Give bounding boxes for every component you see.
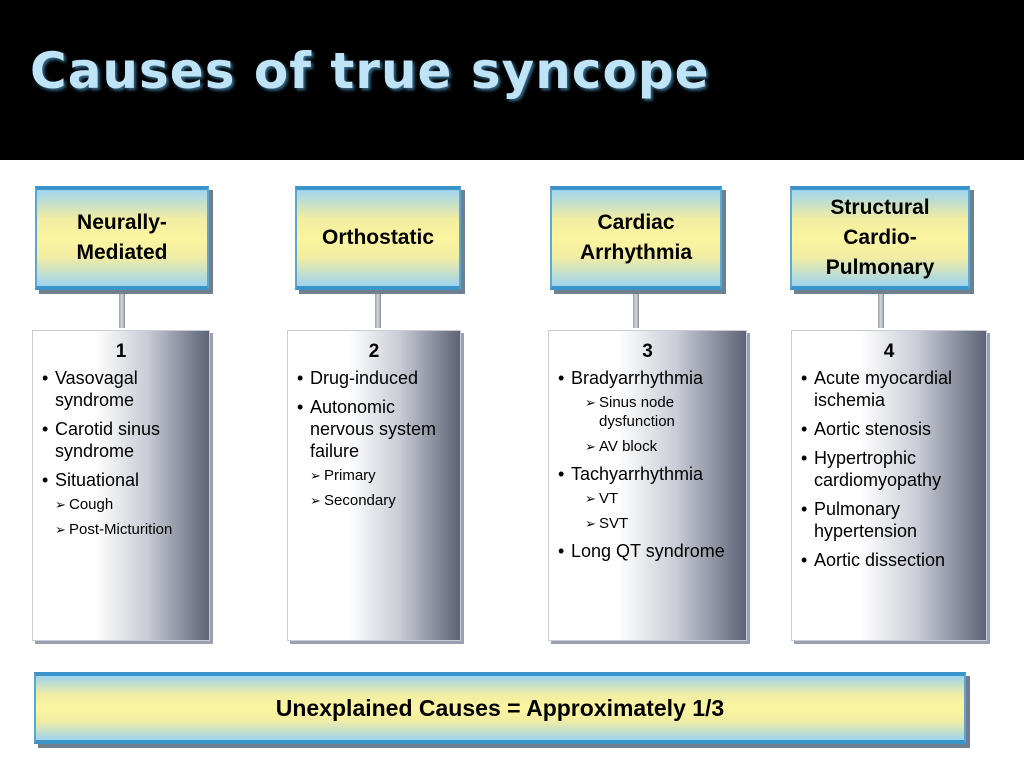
sub-cause-list: VT SVT [585,489,738,533]
cause-item: Pulmonary hypertension [800,498,978,542]
connector-line [375,294,381,328]
cause-item: Tachyarrhythmia VT SVT [557,463,738,533]
connector-line [119,294,125,328]
sub-cause-item: Post-Micturition [55,520,201,539]
category-detail-neurally-mediated: 1 Vasovagal syndrome Carotid sinus syndr… [32,330,210,641]
category-header-structural-cardio-pulmonary: Structural Cardio- Pulmonary [790,186,970,290]
sub-cause-list: Sinus node dysfunction AV block [585,393,738,456]
category-detail-cardiac-arrhythmia: 3 Bradyarrhythmia Sinus node dysfunction… [548,330,747,641]
category-number: 2 [368,341,380,362]
sub-cause-list: Primary Secondary [310,466,452,510]
connector-line [878,294,884,328]
cause-item: Autonomic nervous system failure Primary… [296,396,452,510]
unexplained-causes-banner: Unexplained Causes = Approximately 1/3 [34,672,966,744]
category-header-orthostatic: Orthostatic [295,186,461,290]
cause-list: Vasovagal syndrome Carotid sinus syndrom… [41,367,201,539]
cause-item: Acute myocardial ischemia [800,367,978,411]
sub-cause-item: Primary [310,466,452,485]
category-number: 3 [642,341,653,362]
cause-item: Hypertrophic cardiomyopathy [800,447,978,491]
sub-cause-item: Sinus node dysfunction [585,393,738,431]
connector-line [633,294,639,328]
category-header-cardiac-arrhythmia: Cardiac Arrhythmia [550,186,722,290]
cause-list: Acute myocardial ischemia Aortic stenosi… [800,367,978,571]
cause-list: Drug-induced Autonomic nervous system fa… [296,367,452,510]
sub-cause-item: Cough [55,495,201,514]
cause-list: Bradyarrhythmia Sinus node dysfunction A… [557,367,738,562]
cause-item: Long QT syndrome [557,540,738,562]
cause-item: Carotid sinus syndrome [41,418,201,462]
slide-title: Causes of true syncope [30,42,710,100]
cause-item: Vasovagal syndrome [41,367,201,411]
sub-cause-item: VT [585,489,738,508]
category-number: 1 [115,341,127,362]
sub-cause-item: Secondary [310,491,452,510]
sub-cause-list: Cough Post-Micturition [55,495,201,539]
sub-cause-item: SVT [585,514,738,533]
cause-item: Aortic dissection [800,549,978,571]
cause-item: Bradyarrhythmia Sinus node dysfunction A… [557,367,738,456]
category-header-neurally-mediated: Neurally- Mediated [35,186,209,290]
category-detail-structural-cardio-pulmonary: 4 Acute myocardial ischemia Aortic steno… [791,330,987,641]
category-detail-orthostatic: 2 Drug-induced Autonomic nervous system … [287,330,461,641]
cause-item: Aortic stenosis [800,418,978,440]
category-number: 4 [883,341,895,362]
title-bar: Causes of true syncope [0,0,1024,160]
cause-item: Drug-induced [296,367,452,389]
sub-cause-item: AV block [585,437,738,456]
cause-item: Situational Cough Post-Micturition [41,469,201,539]
